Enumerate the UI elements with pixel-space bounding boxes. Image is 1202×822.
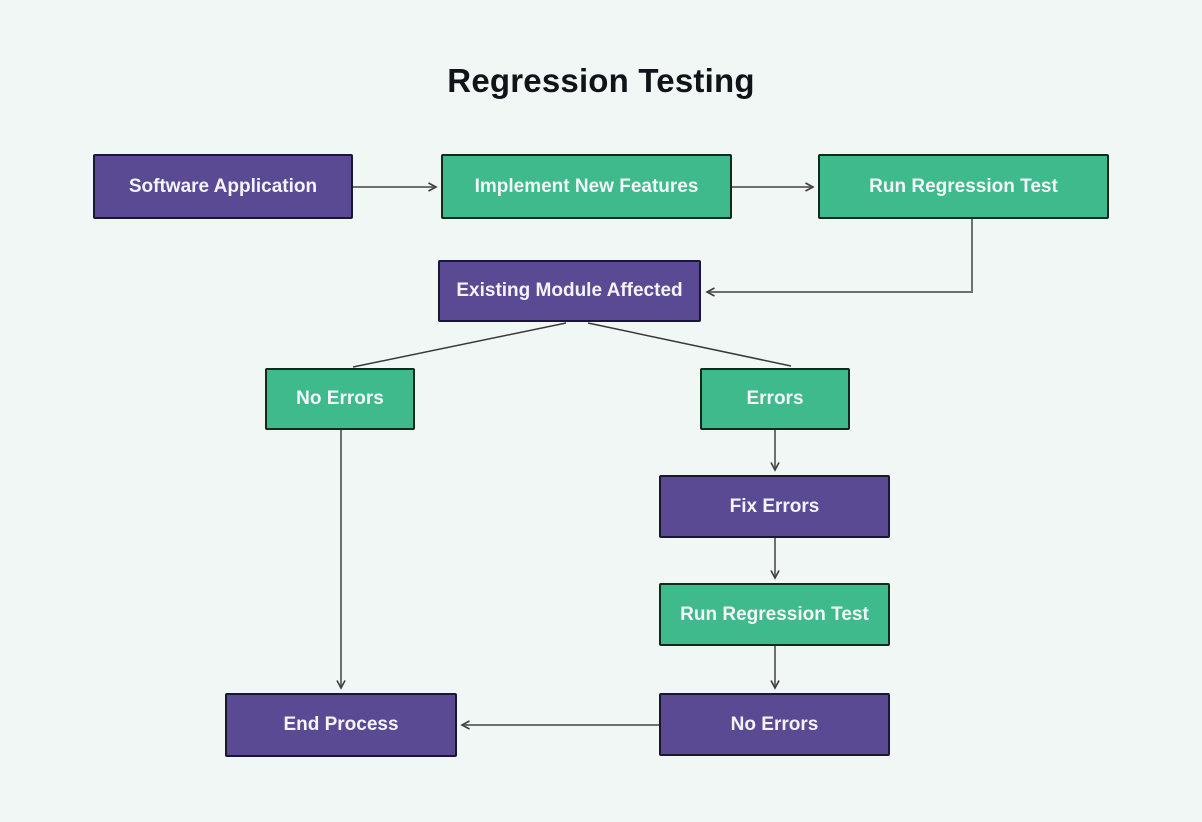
- node-label: No Errors: [296, 388, 384, 409]
- diagram-title: Regression Testing: [447, 62, 755, 99]
- node-no-errors-1: No Errors: [265, 368, 415, 430]
- node-no-errors-2: No Errors: [659, 693, 890, 756]
- node-run-regression-test-2: Run Regression Test: [659, 583, 890, 646]
- node-label: Fix Errors: [729, 495, 820, 517]
- node-fix-errors: Fix Errors: [659, 475, 890, 538]
- node-run-regression-test-1: Run Regression Test: [818, 154, 1109, 219]
- node-label: Implement New Features: [474, 175, 699, 197]
- edge-runtest1-to-existing-module: [705, 219, 973, 297]
- node-label: Existing Module Affected: [456, 280, 683, 301]
- edge-existing-module-to-errors: [587, 322, 792, 367]
- node-label: Errors: [746, 388, 804, 409]
- node-label: Software Application: [128, 175, 318, 197]
- node-software-application: Software Application: [93, 154, 353, 219]
- edge-existing-module-to-no-errors: [352, 322, 567, 368]
- node-label: End Process: [283, 714, 399, 735]
- node-label: Run Regression Test: [680, 603, 869, 625]
- node-errors: Errors: [700, 368, 850, 430]
- node-label: Run Regression Test: [869, 175, 1058, 197]
- node-end-process: End Process: [225, 693, 457, 757]
- node-label: No Errors: [730, 713, 819, 735]
- node-existing-module-affected: Existing Module Affected: [438, 260, 701, 322]
- node-implement-new-features: Implement New Features: [441, 154, 732, 219]
